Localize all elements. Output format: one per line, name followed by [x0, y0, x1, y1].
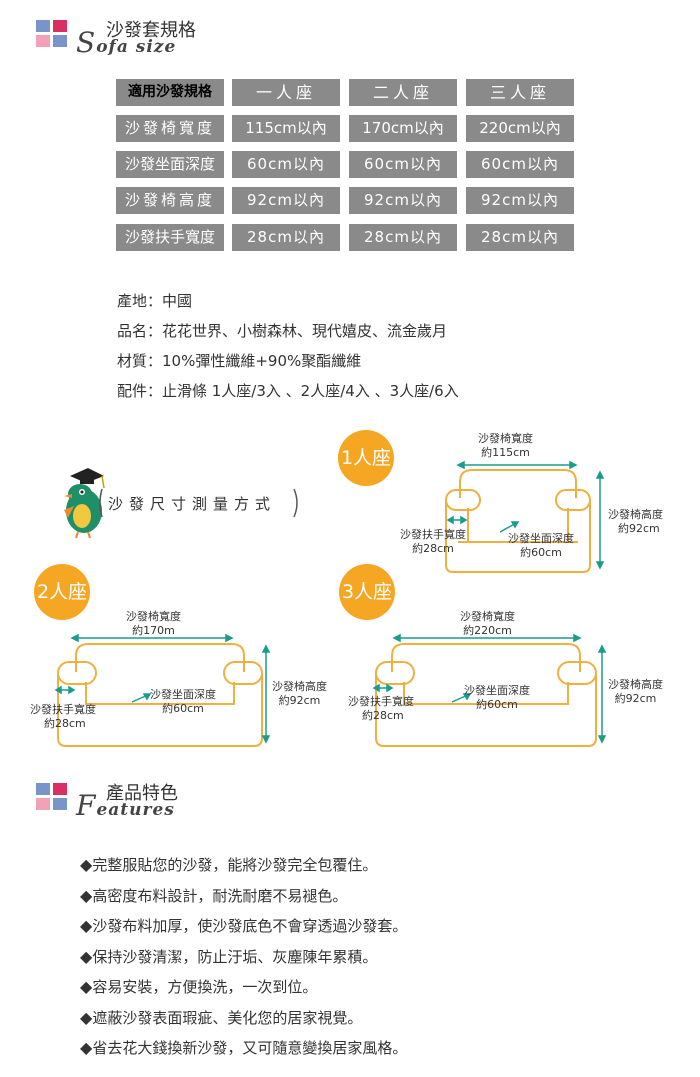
table-header-2seat: 二人座	[349, 79, 457, 106]
table-cell: 92cm以內	[349, 187, 457, 214]
table-cell: 92cm以內	[466, 187, 574, 214]
diamond-bullet-icon: ◆	[80, 1038, 93, 1057]
measure-method-tag: 沙發尺寸測量方式	[98, 483, 303, 523]
three-height-label: 沙發椅高度約92cm	[608, 678, 663, 705]
badge-3seat: 3人座	[339, 564, 395, 620]
diamond-bullet-icon: ◆	[80, 885, 93, 905]
table-header-3seat: 三人座	[466, 79, 574, 106]
features-section-subtitle: Features	[76, 789, 175, 822]
table-cell: 115cm以內	[232, 115, 340, 142]
table-header-1seat: 一人座	[232, 79, 340, 106]
color-squares-icon	[36, 20, 70, 50]
list-item: ◆高密度布料設計，耐洗耐磨不易褪色。	[80, 885, 348, 905]
owl-mascot-icon	[64, 468, 105, 539]
table-row-label: 沙發坐面深度	[116, 151, 224, 178]
one-width-label: 沙發椅寬度約115cm	[478, 432, 533, 459]
product-accessories: 配件：止滑條 1人座/3入 、2人座/4入 、3人座/6入	[117, 382, 459, 400]
size-section-title: 沙發套規格	[106, 20, 196, 41]
features-list: ◆完整服貼您的沙發，能將沙發完全包覆住。 ◆高密度布料設計，耐洗耐磨不易褪色。 …	[80, 850, 407, 1064]
table-cell: 220cm以內	[466, 115, 574, 142]
diamond-bullet-icon: ◆	[80, 916, 93, 935]
product-info: 產地：中國 品名：花花世界、小樹森林、現代嬉皮、流金歲月 材質：10%彈性纖維+…	[117, 286, 459, 406]
list-item: ◆遮蔽沙發表面瑕疵、美化您的居家視覺。	[80, 1007, 363, 1027]
table-header-label: 適用沙發規格	[116, 79, 224, 106]
table-cell: 92cm以內	[232, 187, 340, 214]
color-squares-icon	[36, 783, 70, 813]
table-row-label: 沙發椅寬度	[116, 115, 224, 142]
list-item: ◆沙發布料加厚，使沙發底色不會穿透過沙發套。	[80, 916, 408, 935]
three-arm-label: 沙發扶手寬度約28cm	[348, 695, 414, 722]
two-arm-label: 沙發扶手寬度約28cm	[30, 703, 96, 730]
size-section-subtitle: Sofa size	[76, 26, 177, 59]
features-section-title: 產品特色	[106, 783, 178, 804]
one-depth-label: 沙發坐面深度約60cm	[508, 532, 574, 559]
product-name: 品名：花花世界、小樹森林、現代嬉皮、流金歲月	[117, 322, 448, 340]
table-cell: 60cm以內	[349, 151, 457, 178]
table-row-label: 沙發椅高度	[116, 187, 224, 214]
three-width-label: 沙發椅寬度約220cm	[460, 610, 515, 637]
diamond-bullet-icon: ◆	[80, 1007, 93, 1027]
product-material: 材質：10%彈性纖維+90%聚酯纖維	[117, 352, 362, 370]
list-item: ◆省去花大錢換新沙發，又可隨意變換居家風格。	[80, 1038, 408, 1057]
product-origin: 產地：中國	[117, 292, 193, 310]
table-cell: 170cm以內	[349, 115, 457, 142]
list-item: ◆完整服貼您的沙發，能將沙發完全包覆住。	[80, 855, 378, 874]
table-cell: 28cm以內	[466, 224, 574, 251]
table-cell: 28cm以內	[349, 224, 457, 251]
sofa-2seat-diagram	[54, 633, 271, 747]
one-height-label: 沙發椅高度約92cm	[608, 508, 663, 535]
list-item: ◆容易安裝，方便換洗，一次到位。	[80, 977, 318, 996]
two-height-label: 沙發椅高度約92cm	[272, 680, 327, 707]
sofa-3seat-diagram	[372, 633, 607, 747]
table-cell: 28cm以內	[232, 224, 340, 251]
sofa-1seat-diagram	[445, 460, 605, 573]
badge-2seat: 2人座	[34, 564, 90, 620]
two-width-label: 沙發椅寬度約170m	[126, 610, 181, 637]
three-depth-label: 沙發坐面深度約60cm	[464, 684, 530, 711]
two-depth-label: 沙發坐面深度約60cm	[150, 688, 216, 715]
diamond-bullet-icon: ◆	[80, 977, 93, 996]
table-cell: 60cm以內	[232, 151, 340, 178]
measure-method-title: 沙發尺寸測量方式	[108, 495, 277, 513]
one-arm-label: 沙發扶手寬度約28cm	[400, 528, 466, 555]
table-cell: 60cm以內	[466, 151, 574, 178]
table-row-label: 沙發扶手寬度	[116, 224, 224, 251]
diamond-bullet-icon: ◆	[80, 855, 93, 874]
diamond-bullet-icon: ◆	[80, 946, 93, 966]
badge-1seat: 1人座	[338, 430, 394, 486]
list-item: ◆保持沙發清潔，防止汙垢、灰塵陳年累積。	[80, 946, 378, 966]
